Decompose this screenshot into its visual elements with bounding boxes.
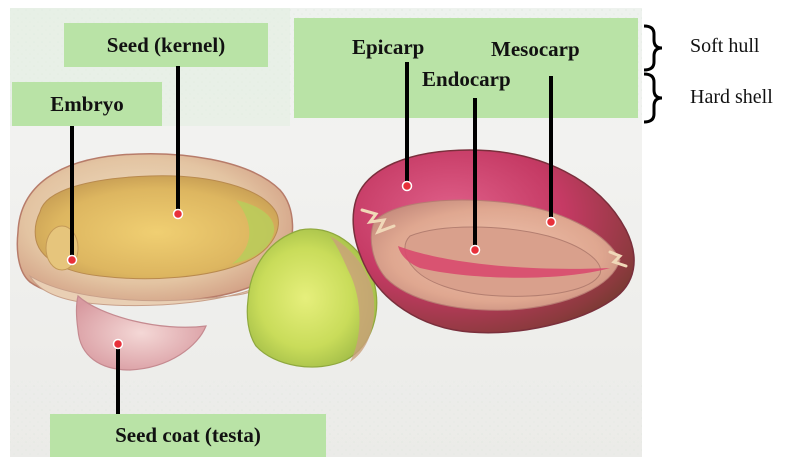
label-endocarp: Endocarp: [422, 64, 511, 94]
label-embryo: Embryo: [12, 82, 162, 126]
label-epicarp: Epicarp: [352, 32, 424, 62]
left-embryo: [46, 226, 78, 270]
label-seed-kernel: Seed (kernel): [64, 23, 268, 67]
label-seed-coat: Seed coat (testa): [50, 414, 326, 457]
group-label-hard-shell: Hard shell: [690, 86, 773, 109]
group-label-soft-hull: Soft hull: [690, 35, 759, 58]
label-mesocarp: Mesocarp: [491, 34, 580, 64]
